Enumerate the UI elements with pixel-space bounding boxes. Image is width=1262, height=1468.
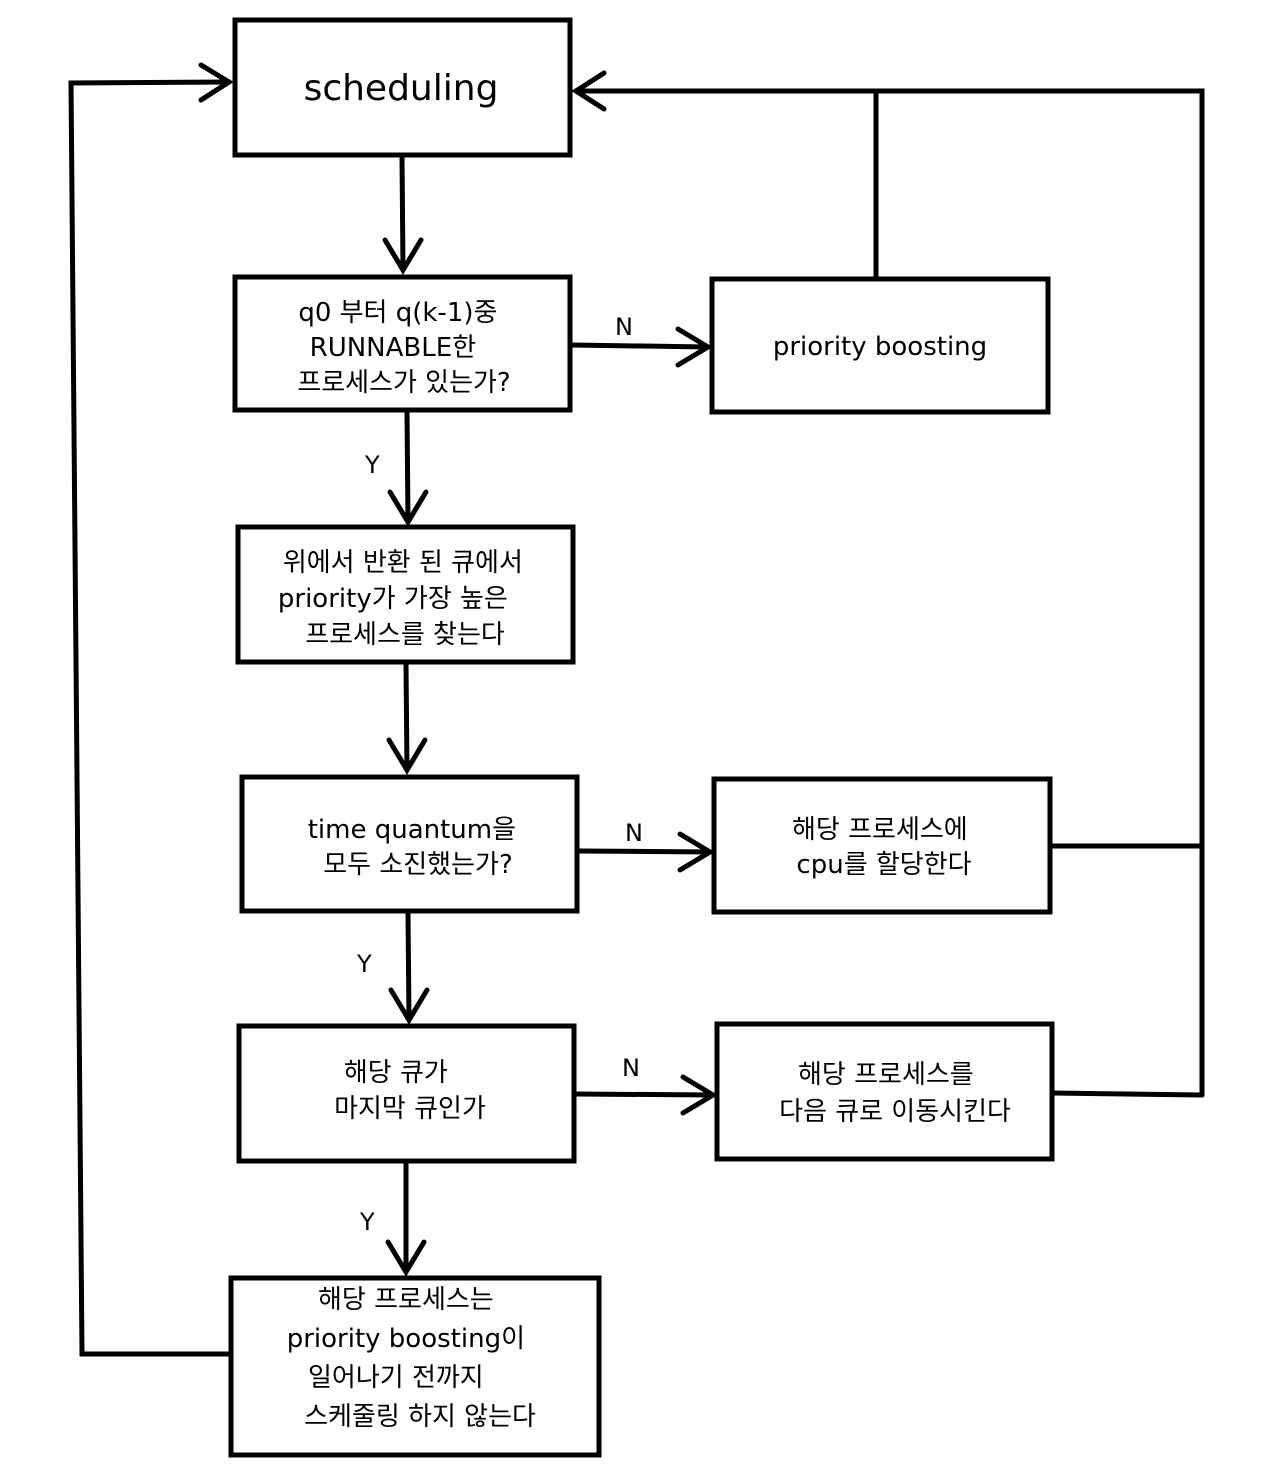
text-find-highest: 위에서 반환 된 큐에서 priority가 가장 높은 프로세스를 찾는다 xyxy=(278,548,531,650)
label-runnable-no: N xyxy=(615,313,633,341)
arrowhead-into-scheduling-left xyxy=(198,62,234,103)
arrow-quantum-to-allocate xyxy=(576,831,715,873)
arrow-quantum-to-last xyxy=(388,910,430,1025)
line-right-rail xyxy=(573,88,1205,1098)
find-highest-line-2: 프로세스를 찾는다 xyxy=(305,620,505,650)
box-no-schedule xyxy=(228,1275,602,1458)
box-move-next-queue xyxy=(714,1021,1055,1162)
no-schedule-line-0: 해당 프로세스는 xyxy=(318,1285,494,1315)
no-schedule-line-2: 일어나기 전까지 xyxy=(308,1363,484,1393)
arrow-check-to-find xyxy=(387,409,429,527)
text-move-next-queue: 해당 프로세스를 다음 큐로 이동시킨다 xyxy=(779,1060,1011,1127)
text-priority-boosting: priority boosting xyxy=(773,332,987,362)
text-scheduling: scheduling xyxy=(304,68,499,109)
line-left-loop xyxy=(68,79,234,1357)
text-check-runnable: q0 부터 q(k-1)중 RUNNABLE한 프로세스가 있는가? xyxy=(297,298,510,398)
check-runnable-line-1: RUNNABLE한 xyxy=(310,333,476,363)
move-next-queue-line-0: 해당 프로세스를 xyxy=(798,1060,974,1090)
priority-boosting-line-0: priority boosting xyxy=(773,332,987,362)
arrowhead-into-scheduling-right xyxy=(571,70,607,112)
scheduling-line-0: scheduling xyxy=(304,68,499,109)
text-allocate-cpu: 해당 프로세스에 cpu를 할당한다 xyxy=(792,815,976,880)
arrow-last-to-move xyxy=(573,1074,718,1116)
label-quantum-yes: Y xyxy=(356,950,372,978)
no-schedule-line-1: priority boosting이 xyxy=(287,1324,525,1354)
arrow-last-to-noschedule xyxy=(385,1160,427,1277)
box-priority-boosting xyxy=(709,276,1051,415)
allocate-cpu-line-0: 해당 프로세스에 xyxy=(792,815,968,845)
allocate-cpu-line-1: cpu를 할당한다 xyxy=(796,850,971,880)
label-last-yes: Y xyxy=(359,1208,375,1236)
last-queue-line-0: 해당 큐가 xyxy=(344,1058,448,1088)
move-next-queue-line-1: 다음 큐로 이동시킨다 xyxy=(779,1097,1011,1127)
arrow-scheduling-to-check xyxy=(382,154,424,275)
text-quantum-used: time quantum을 모두 소진했는가? xyxy=(308,815,525,880)
line-move-to-rail xyxy=(1049,1090,1205,1098)
text-no-schedule: 해당 프로세스는 priority boosting이 일어나기 전까지 스케줄… xyxy=(287,1285,536,1432)
check-runnable-line-2: 프로세스가 있는가? xyxy=(297,368,510,398)
last-queue-line-1: 마지막 큐인가 xyxy=(334,1094,486,1124)
text-last-queue: 해당 큐가 마지막 큐인가 xyxy=(334,1058,486,1124)
label-quantum-no: N xyxy=(625,819,643,847)
label-runnable-yes: Y xyxy=(364,451,380,479)
find-highest-line-0: 위에서 반환 된 큐에서 xyxy=(283,548,523,578)
arrow-find-to-quantum xyxy=(386,661,428,775)
quantum-used-line-0: time quantum을 xyxy=(308,815,516,845)
arrow-check-to-boosting xyxy=(569,326,713,368)
find-highest-line-1: priority가 가장 높은 xyxy=(278,584,508,614)
label-last-no: N xyxy=(622,1054,640,1082)
no-schedule-line-3: 스케줄링 하지 않는다 xyxy=(304,1402,536,1432)
box-allocate-cpu xyxy=(711,776,1053,915)
quantum-used-line-1: 모두 소진했는가? xyxy=(323,850,513,880)
check-runnable-line-0: q0 부터 q(k-1)중 xyxy=(298,298,497,328)
